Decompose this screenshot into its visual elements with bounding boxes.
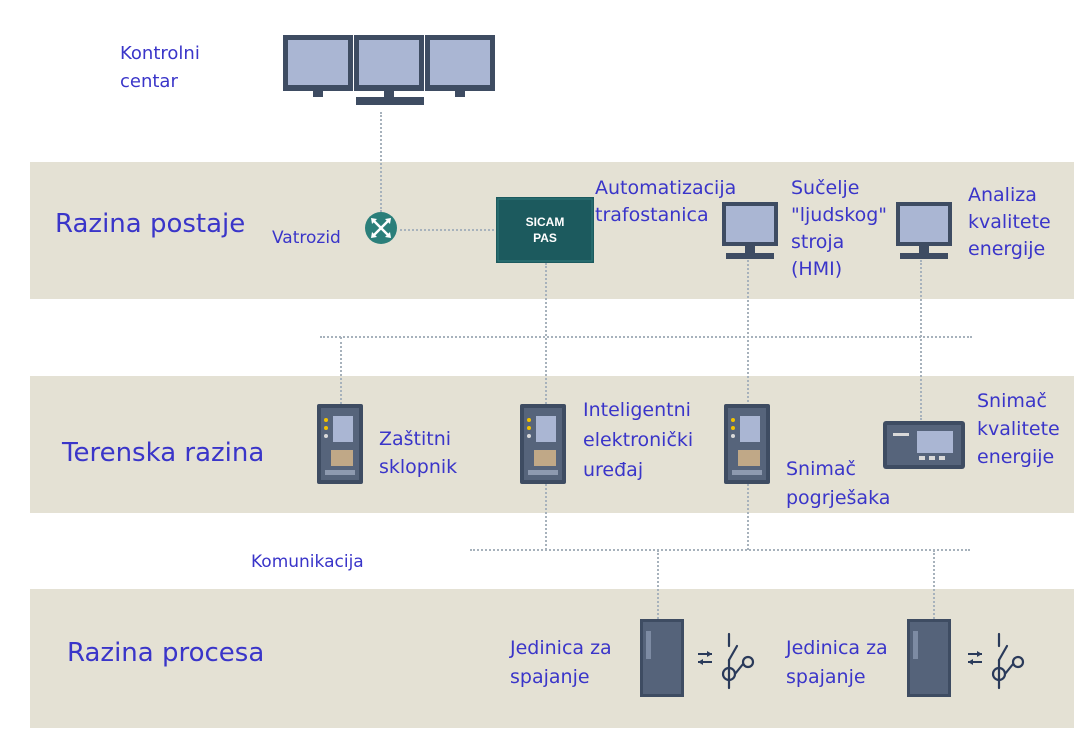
pq-analysis-monitor-icon (896, 202, 952, 259)
power-quality-recorder-label: Snimač kvalitete energije (977, 390, 1060, 468)
process-level-band (30, 589, 1074, 728)
firewall-icon (365, 212, 397, 244)
control-center-monitors-icon (283, 35, 495, 105)
control-center-label: Kontrolni centar (120, 43, 200, 92)
ied-label: Inteligentni elektronički uređaj (583, 399, 694, 481)
firewall-label: Vatrozid (272, 228, 341, 248)
pq-recorder-device-icon (883, 421, 965, 469)
disconnector-switch-icon-2 (991, 632, 1025, 690)
hmi-monitor-icon (722, 202, 778, 259)
monitor-center (354, 35, 424, 105)
monitor-left (283, 35, 353, 97)
field-level-title: Terenska razina (62, 438, 265, 468)
ied-to-process-bus-line (545, 480, 547, 550)
process-bus-to-mu1-line (657, 550, 659, 619)
sicam-to-ied-line (545, 263, 547, 404)
merging-unit-1-label: Jedinica za spajanje (510, 637, 612, 688)
process-bus-line (470, 549, 970, 551)
bus-to-breaker-line (340, 337, 342, 404)
station-bus-line (320, 336, 972, 338)
protection-breaker-label: Zaštitni sklopnik (379, 428, 458, 478)
pq-analysis-to-pq-recorder-line (920, 260, 922, 420)
sicam-label: SICAM (526, 215, 565, 229)
process-bus-to-mu2-line (933, 550, 935, 619)
merging-unit-2-icon (907, 619, 951, 697)
merging-unit-1-icon (640, 619, 684, 697)
station-level-title: Razina postaje (55, 209, 246, 239)
merging-unit-2-label: Jedinica za spajanje (786, 637, 888, 688)
protection-breaker-device-icon (317, 404, 363, 484)
disconnector-switch-icon-1 (721, 632, 755, 690)
hmi-label: Sučelje "ljudskog" stroja (HMI) (791, 177, 888, 280)
sicam-pas-icon: SICAM PAS (496, 197, 594, 263)
ied-device-icon (520, 404, 566, 484)
exchange-arrows-icon-2 (968, 651, 982, 665)
pas-label: PAS (533, 231, 557, 245)
exchange-arrows-icon-1 (698, 651, 712, 665)
firewall-to-sicam-line (400, 229, 498, 231)
substation-automation-label: Automatizacija trafostanica (595, 177, 737, 226)
fault-recorder-label: Snimač pogrješaka (786, 458, 891, 509)
communication-label: Komunikacija (251, 552, 364, 572)
process-level-title: Razina procesa (67, 638, 265, 668)
power-quality-analysis-label: Analiza kvalitete energije (968, 184, 1051, 260)
fault-recorder-device-icon (724, 404, 770, 484)
control-to-firewall-line (380, 112, 382, 212)
monitor-right (425, 35, 495, 97)
